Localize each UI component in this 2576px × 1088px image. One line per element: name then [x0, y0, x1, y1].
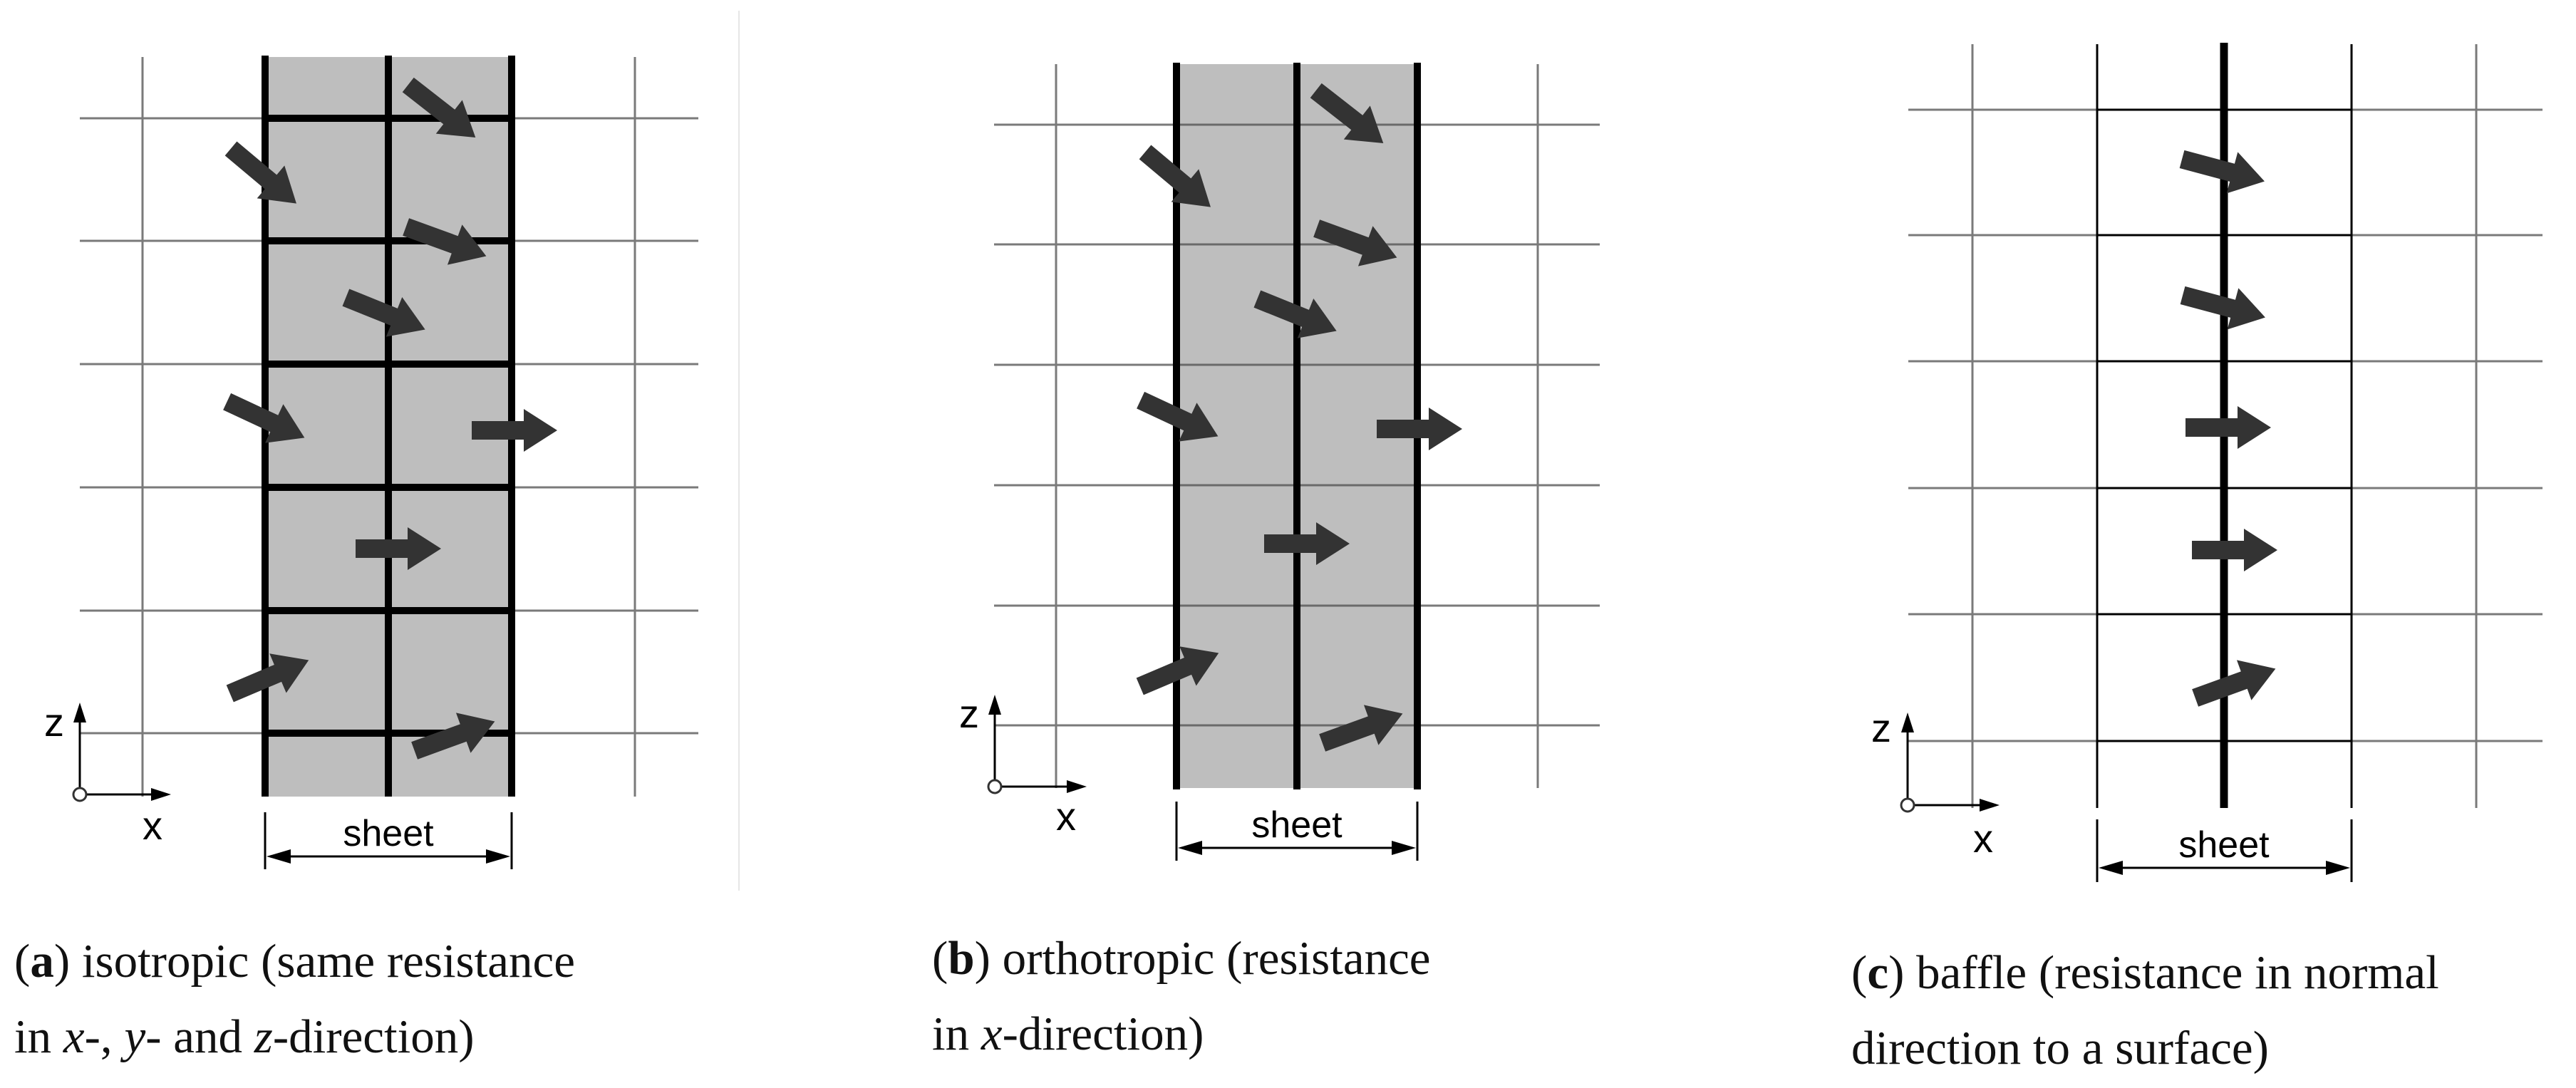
flow-arrow	[1137, 391, 1219, 442]
panel-b-dimension: sheet	[1175, 802, 1419, 861]
caption-variable: z	[254, 1010, 273, 1063]
flow-arrow	[356, 527, 441, 570]
flow-arrow	[1319, 705, 1403, 752]
flow-arrow	[1313, 219, 1397, 266]
caption-text: -direction)	[1002, 1007, 1204, 1060]
panel-c: z x sheet	[1871, 43, 2543, 882]
flow-arrow	[223, 393, 305, 443]
caption-text: direction to a surface)	[1851, 1022, 2269, 1074]
flow-arrow	[403, 218, 487, 265]
caption-letter: c	[1867, 946, 1889, 999]
caption-b-line1: (b) orthotropic (resistance	[932, 932, 1431, 985]
panel-c-arrows	[2179, 150, 2277, 707]
caption-text: -direction)	[272, 1010, 475, 1063]
panel-c-grid	[1908, 44, 2543, 808]
caption-text: isotropic (same resistance	[70, 935, 575, 988]
flow-arrow	[1264, 522, 1350, 565]
panel-a: z x sheet	[44, 56, 698, 869]
flow-arrow	[1253, 290, 1337, 338]
caption-text: in	[932, 1007, 981, 1060]
caption-b: (b) orthotropic (resistance in x-directi…	[932, 921, 1431, 1072]
flow-arrow	[224, 141, 296, 204]
origin-icon	[987, 779, 1003, 794]
flow-arrow	[2192, 529, 2277, 571]
panel-a-arrows	[223, 77, 557, 760]
flow-arrow	[411, 713, 495, 760]
caption-c: (c) baffle (resistance in normal directi…	[1851, 935, 2439, 1086]
caption-variable: x	[981, 1007, 1003, 1060]
axis-x-label: x	[143, 803, 162, 848]
caption-letter: a	[30, 935, 54, 988]
flow-arrow	[2192, 660, 2276, 707]
caption-variable: y	[124, 1010, 146, 1063]
panel-a-axes: z x	[44, 700, 171, 848]
panel-a-dimension: sheet	[264, 812, 513, 869]
axis-z-label: z	[44, 700, 64, 745]
flow-arrow	[1136, 646, 1219, 695]
caption-a: (a) isotropic (same resistance in x-, y-…	[14, 923, 575, 1074]
caption-text: in	[14, 1010, 63, 1063]
caption-letter: b	[948, 932, 975, 985]
flow-arrow	[2179, 150, 2265, 194]
caption-text: baffle (resistance in normal	[1904, 946, 2439, 999]
sheet-label: sheet	[343, 813, 434, 854]
flow-arrow	[342, 289, 425, 337]
sheet-label: sheet	[2178, 824, 2270, 866]
flow-arrow	[472, 409, 557, 452]
flow-arrow	[1139, 145, 1211, 207]
panel-b-axes: z x	[959, 691, 1087, 839]
caption-c-line2: direction to a surface)	[1851, 1010, 2439, 1086]
caption-variable: x	[63, 1010, 85, 1063]
flow-arrow	[2186, 406, 2271, 449]
caption-c-line1: (c) baffle (resistance in normal	[1851, 946, 2439, 999]
flow-arrow	[402, 77, 476, 138]
panel-c-dimension: sheet	[2096, 819, 2353, 882]
panel-b-arrows	[1136, 83, 1462, 752]
caption-text: -,	[84, 1010, 125, 1063]
axis-z-label: z	[1871, 705, 1891, 750]
caption-text: orthotropic (resistance	[990, 932, 1431, 985]
flow-arrow	[1310, 83, 1384, 143]
flow-arrow	[1377, 408, 1462, 450]
axis-z-label: z	[959, 691, 979, 736]
caption-text: - and	[145, 1010, 254, 1063]
panel-b: z x sheet	[959, 63, 1600, 861]
caption-a-line2: in x-, y- and z-direction)	[14, 999, 575, 1074]
flow-arrow	[226, 653, 309, 703]
panel-c-axes: z x	[1871, 705, 2000, 861]
sheet-label: sheet	[1251, 804, 1343, 846]
axis-x-label: x	[1973, 816, 1993, 861]
caption-a-line1: (a) isotropic (same resistance	[14, 935, 575, 988]
origin-icon	[72, 787, 88, 802]
origin-icon	[1900, 797, 1915, 813]
flow-arrow	[2180, 286, 2265, 330]
caption-b-line2: in x-direction)	[932, 996, 1431, 1072]
axis-x-label: x	[1056, 794, 1076, 839]
